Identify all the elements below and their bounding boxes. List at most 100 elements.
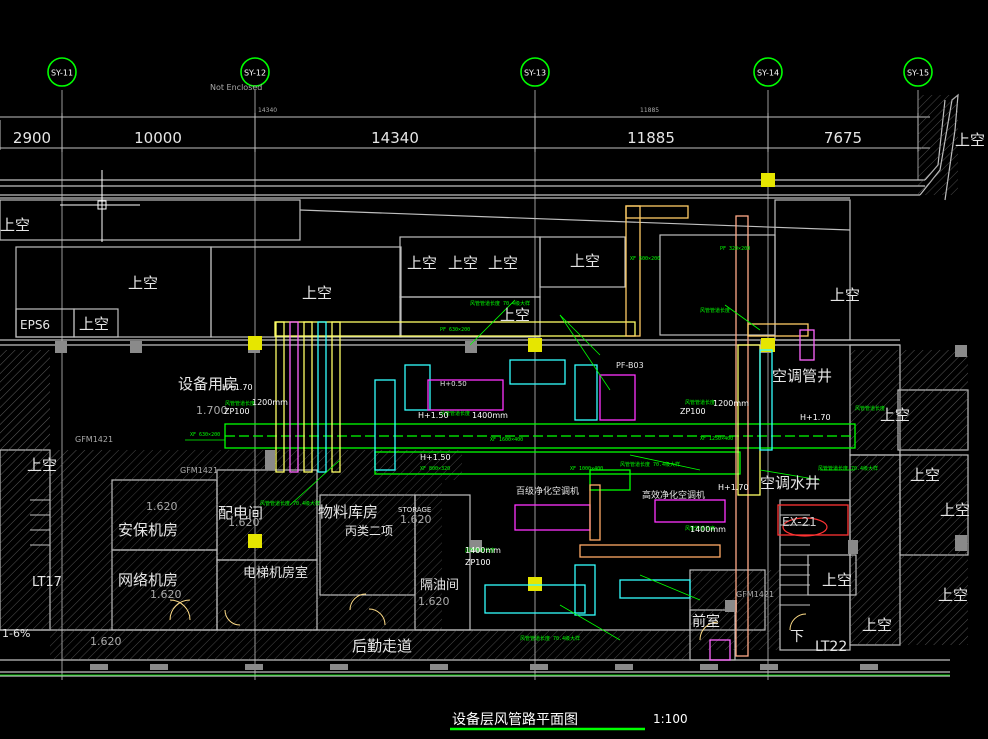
ac-shaft-label: 空调管井 xyxy=(772,367,832,385)
main-supply-duct xyxy=(224,205,856,661)
svg-text:1400mm: 1400mm xyxy=(465,546,501,555)
back-corridor-label: 后勤走道 xyxy=(352,637,412,655)
down-label: 下 xyxy=(790,629,804,645)
corridor-level: 1.620 xyxy=(90,635,122,648)
pf-b03-label: PF-B03 xyxy=(616,361,644,370)
svg-text:1200mm: 1200mm xyxy=(252,398,288,407)
ahu-left-label: 百级净化空调机 xyxy=(516,485,579,497)
axis-bubble-sy13: SY-13 xyxy=(520,57,550,87)
h050-label: H+0.50 xyxy=(440,380,467,388)
equipment-room-label: 设备用房 xyxy=(178,375,238,393)
svg-text:H+1.50: H+1.50 xyxy=(418,411,449,420)
svg-text:ZP100: ZP100 xyxy=(680,407,706,416)
door-swings xyxy=(169,593,807,641)
svg-text:GFM1421: GFM1421 xyxy=(180,466,218,475)
svg-text:风管管道长度: 风管管道长度 xyxy=(685,525,715,532)
svg-text:风管管道长度: 风管管道长度 xyxy=(700,307,730,314)
ex21-label: EX-21 xyxy=(782,515,817,529)
leader-lines xyxy=(0,299,950,676)
svg-text:1400mm: 1400mm xyxy=(472,411,508,420)
oil-level: 1.620 xyxy=(418,595,450,608)
hatched-zones xyxy=(0,95,968,660)
svg-text:SY-13: SY-13 xyxy=(524,69,546,78)
void-label: 上空 xyxy=(302,284,332,302)
storage-sub-label: 丙类二项 xyxy=(345,524,393,538)
svg-text:H+1.70: H+1.70 xyxy=(222,383,253,392)
stairs xyxy=(30,499,810,606)
ac-water-shaft-label: 空调水井 xyxy=(760,474,820,492)
equipment-room-level: 1.700 xyxy=(196,404,228,417)
elevator-room-label: 电梯机房室 xyxy=(243,565,308,581)
grid-column-markers xyxy=(248,173,775,591)
void-label: 上空 xyxy=(830,286,860,304)
security-room-label: 安保机房 xyxy=(118,521,178,539)
svg-text:1400mm: 1400mm xyxy=(690,525,726,534)
svg-text:风管管道长度: 风管管道长度 xyxy=(685,399,715,406)
svg-text:风管管道长度 70.4级大样: 风管管道长度 70.4级大样 xyxy=(520,635,580,642)
drawing-scale: 1:100 xyxy=(653,712,688,726)
lt22-label: LT22 xyxy=(815,639,847,655)
svg-text:H+1.50: H+1.50 xyxy=(420,453,451,462)
svg-text:SY-12: SY-12 xyxy=(244,69,266,78)
svg-text:PF 630×200: PF 630×200 xyxy=(440,327,470,333)
storage-en-label: STORAGE xyxy=(398,506,431,514)
svg-text:ZP100: ZP100 xyxy=(224,407,250,416)
void-label: 上空 xyxy=(910,466,940,484)
svg-text:GFM1421: GFM1421 xyxy=(75,435,113,444)
svg-text:ZP100: ZP100 xyxy=(465,558,491,567)
dim-14340: 14340 xyxy=(371,129,419,147)
eps-label: EPS6 xyxy=(20,318,50,332)
void-label: 上空 xyxy=(822,571,852,589)
svg-text:风管管道长度 70.4级大样: 风管管道长度 70.4级大样 xyxy=(818,465,878,472)
svg-text:风管管道长度 70.4级大样: 风管管道长度 70.4级大样 xyxy=(260,500,320,507)
svg-text:风管管道长度: 风管管道长度 xyxy=(855,405,885,412)
void-label: 上空 xyxy=(488,254,518,272)
svg-text:SY-15: SY-15 xyxy=(907,69,929,78)
dim-small-1: 14340 xyxy=(258,107,277,114)
svg-text:H+1.70: H+1.70 xyxy=(800,413,831,422)
storage-label: 物料库房 xyxy=(318,503,378,521)
dim-2900: 2900 xyxy=(13,129,51,147)
storage-level: 1.620 xyxy=(400,513,432,526)
network-room-label: 网络机房 xyxy=(118,571,178,589)
ex21-marker xyxy=(777,504,849,537)
void-label: 上空 xyxy=(27,456,57,474)
void-label: 上空 xyxy=(128,274,158,292)
oil-room-label: 隔油间 xyxy=(420,578,459,593)
svg-text:H+1.70: H+1.70 xyxy=(718,483,749,492)
void-label: 上空 xyxy=(940,501,970,519)
void-label: 上空 xyxy=(938,586,968,604)
svg-text:SY-14: SY-14 xyxy=(757,69,779,78)
svg-text:风管管道长度 70.4级大样: 风管管道长度 70.4级大样 xyxy=(620,461,680,468)
axis-bubble-sy11: SY-11 xyxy=(47,57,77,87)
svg-text:XF 600×200: XF 600×200 xyxy=(630,256,660,262)
svg-text:XF 800×320: XF 800×320 xyxy=(420,466,450,472)
void-label: 上空 xyxy=(79,315,109,333)
void-label: 上空 xyxy=(500,306,530,324)
ramp-label: 1-6% xyxy=(2,627,30,640)
cad-crosshair xyxy=(60,170,140,242)
svg-text:GFM1421: GFM1421 xyxy=(736,590,774,599)
drawing-title: 设备层风管路平面图 xyxy=(452,711,578,728)
svg-text:风管管道长度: 风管管道长度 xyxy=(465,547,495,554)
void-label: 上空 xyxy=(862,616,892,634)
void-label: 上空 xyxy=(880,406,910,424)
network-level: 1.620 xyxy=(150,588,182,601)
void-label: 上空 xyxy=(0,216,30,234)
svg-text:1200mm: 1200mm xyxy=(713,399,749,408)
dim-7675: 7675 xyxy=(824,129,862,147)
svg-text:XF 1000×400: XF 1000×400 xyxy=(570,466,603,472)
duct-level-labels: H+1.70 H+1.70 H+1.70 H+1.50 H+1.50 ZP100… xyxy=(75,383,831,599)
svg-text:SY-11: SY-11 xyxy=(51,69,73,78)
axis-bubble-sy12: SY-12 xyxy=(240,57,270,87)
svg-text:XF 1600×400: XF 1600×400 xyxy=(490,437,523,443)
void-label: 上空 xyxy=(448,254,478,272)
lt17-label: LT17 xyxy=(32,575,62,590)
dim-small-2: 11885 xyxy=(640,107,659,114)
svg-text:XF 630×200: XF 630×200 xyxy=(190,432,220,438)
svg-text:风管管道长度 70.4级大样: 风管管道长度 70.4级大样 xyxy=(470,300,530,307)
svg-text:XF 1250×400: XF 1250×400 xyxy=(700,436,733,442)
power-room-label: 配电间 xyxy=(218,504,263,522)
svg-text:风管管道长度: 风管管道长度 xyxy=(440,410,470,417)
